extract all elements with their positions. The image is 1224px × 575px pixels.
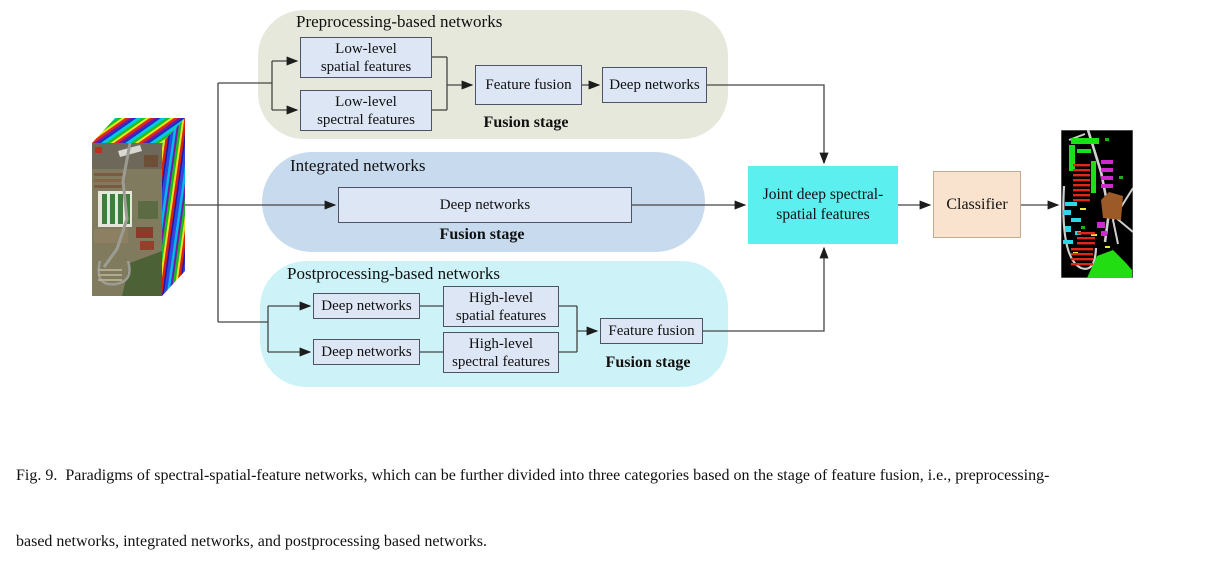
box-line: spectral features [317,111,415,128]
joint-deep-spectral-spatial-features-box: Joint deep spectral- spatial features [748,166,898,244]
high-level-spectral-features-box: High-level spectral features [443,332,559,373]
connector-lines [185,56,1060,357]
figure-caption-line-2: based networks, integrated networks, and… [16,533,487,550]
box-line: spatial features [320,58,412,75]
box-line: Low-level [335,93,397,110]
box-line: Joint deep spectral- [762,186,884,203]
figure-diagram: Preprocessing-based networks Integrated … [92,10,1133,387]
figure-caption-line-1: Fig. 9. Paradigms of spectral-spatial-fe… [16,467,1050,484]
high-level-spatial-features-box: High-level spatial features [443,286,559,327]
low-level-spatial-features-box: Low-level spatial features [300,37,432,78]
box-line: High-level [468,335,534,352]
postprocessing-panel-title: Postprocessing-based networks [287,264,500,283]
output-classification-map-image [1061,130,1133,278]
low-level-spectral-features-box: Low-level spectral features [300,90,432,131]
preprocessing-panel-title: Preprocessing-based networks [296,12,503,31]
fusion-stage-label-preprocessing: Fusion stage [483,114,569,131]
deep-networks-box-post-bottom: Deep networks [313,339,420,365]
box-line: spatial features [776,206,870,223]
input-hyperspectral-cube-image [92,118,185,296]
feature-fusion-box-preprocessing: Feature fusion [475,65,582,105]
box-line: High-level [468,289,534,306]
box-line: Low-level [335,40,397,57]
deep-networks-box-preprocessing: Deep networks [602,67,707,103]
integrated-panel-title: Integrated networks [290,156,426,175]
feature-fusion-box-postprocessing: Feature fusion [600,318,703,344]
box-line: spectral features [452,353,550,370]
fusion-stage-label-postprocessing: Fusion stage [605,354,691,371]
deep-networks-box-post-top: Deep networks [313,293,420,319]
figure-caption: Fig. 9. Paradigms of spectral-spatial-fe… [16,421,1216,575]
box-line: spatial features [455,307,547,324]
classifier-box: Classifier [933,171,1021,238]
deep-networks-box-integrated: Deep networks [338,187,632,223]
fusion-stage-label-integrated: Fusion stage [439,226,525,243]
